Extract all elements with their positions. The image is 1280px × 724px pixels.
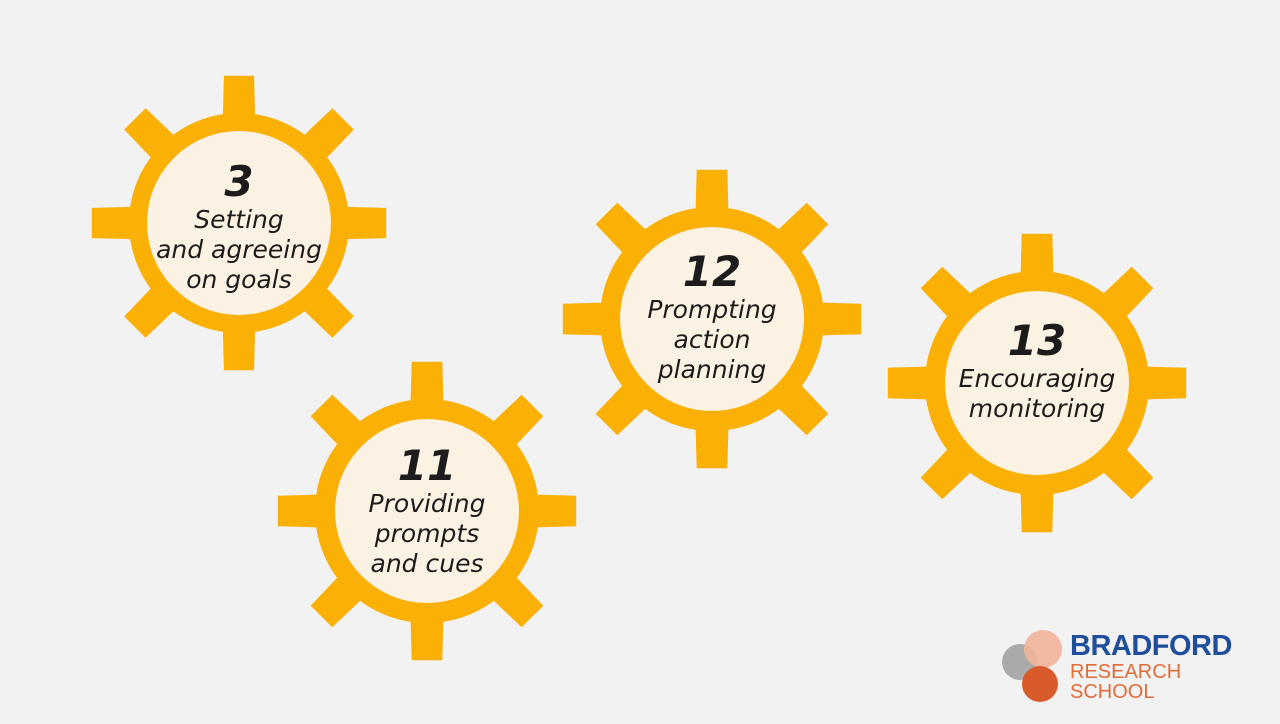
logo-dot-peach (1024, 630, 1062, 668)
gear-13 (887, 233, 1187, 533)
gear-label-11: 11 Providing prompts and cues (369, 445, 486, 579)
gear-center (620, 227, 804, 411)
gear-12 (562, 169, 862, 469)
gear-label-12: 12 Prompting action planning (647, 251, 776, 385)
logo-dot-orange (1022, 666, 1058, 702)
gear-text: Providing prompts and cues (368, 489, 486, 578)
gear-number: 3 (224, 157, 254, 206)
gear-number: 12 (682, 247, 742, 296)
gear-number: 13 (1007, 316, 1067, 365)
logo-title: BRADFORD (1070, 630, 1232, 662)
gear-text: Prompting action planning (647, 295, 777, 384)
gear-3 (91, 75, 387, 371)
gear-center (945, 291, 1129, 475)
gear-number: 11 (397, 441, 457, 490)
bradford-research-school-logo: BRADFORD RESEARCH SCHOOL (1000, 628, 1240, 708)
gear-text: Setting and agreeing on goals (156, 205, 322, 294)
gear-11 (277, 361, 577, 661)
gear-center (147, 131, 331, 315)
gear-text: Encouraging monitoring (958, 364, 1116, 423)
logo-subtitle-research: RESEARCH (1070, 661, 1182, 683)
logo-subtitle-school: SCHOOL (1070, 681, 1155, 703)
gear-label-13: 13 Encouraging monitoring (959, 320, 1116, 424)
gear-center (335, 419, 519, 603)
gear-label-3: 3 Setting and agreeing on goals (156, 161, 322, 295)
